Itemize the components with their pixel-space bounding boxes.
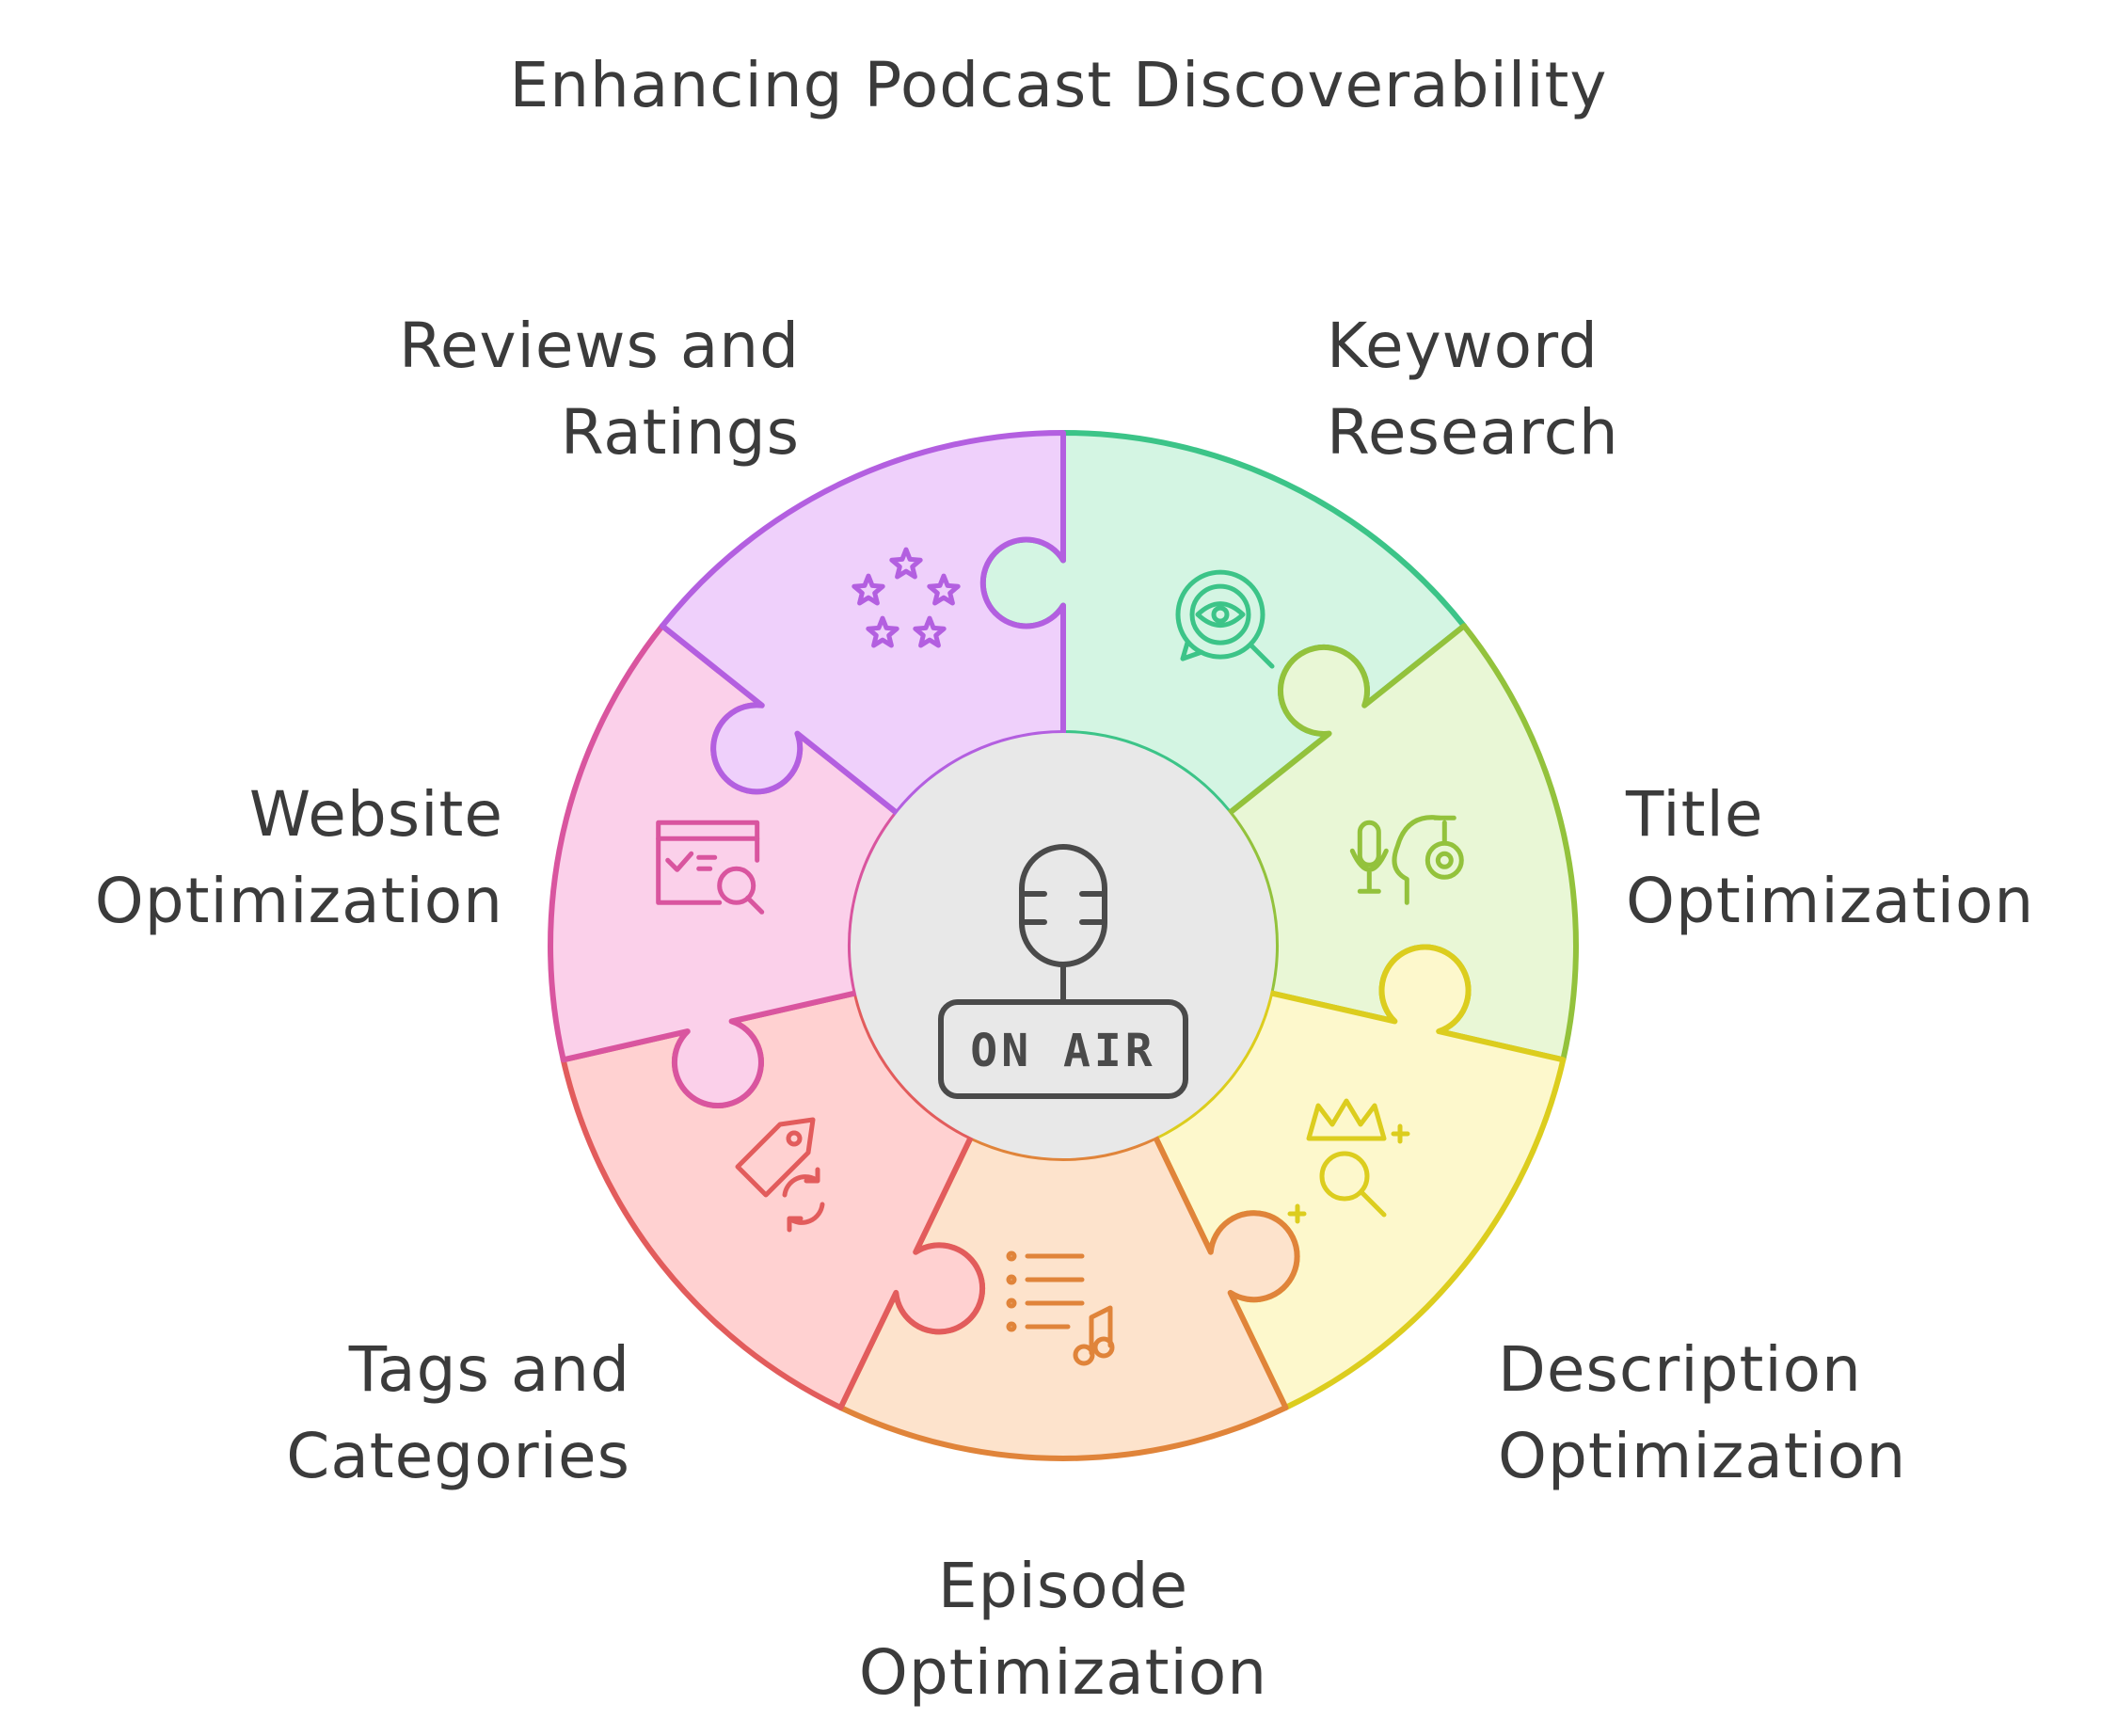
diagram-title: Enhancing Podcast Discoverability: [509, 49, 1608, 121]
list-music-icon: [1006, 1250, 1115, 1366]
stars-icon: [852, 547, 961, 648]
browser-search-icon: [656, 820, 765, 915]
microphone-icon: [938, 844, 1188, 1099]
eye-search-icon: [1175, 569, 1275, 669]
segment-reviews-and-ratings: [659, 430, 1066, 817]
tag-refresh-icon: [735, 1117, 825, 1233]
mic-head-target-icon: [1349, 815, 1464, 905]
on-air-badge-text: ON AIR: [970, 1025, 1155, 1077]
crown-search-icon: [1287, 1098, 1410, 1224]
center-hub: [851, 733, 1276, 1158]
